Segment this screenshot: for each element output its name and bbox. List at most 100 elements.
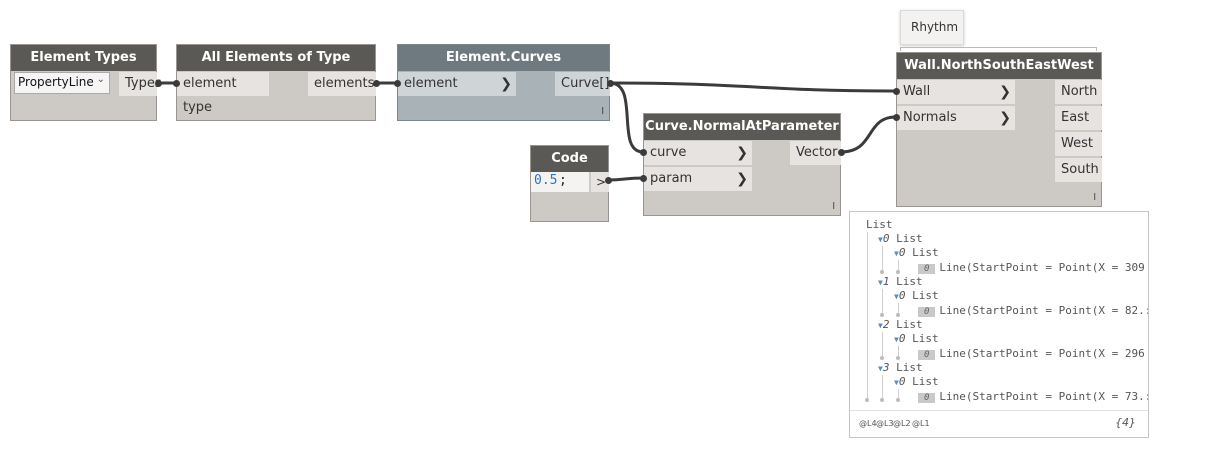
port-dot xyxy=(373,80,380,87)
input-port-param[interactable]: param ❯ xyxy=(644,167,752,191)
list-label: List xyxy=(896,275,923,288)
output-port-west[interactable]: West xyxy=(1055,132,1102,156)
list-item[interactable]: ▼0 List xyxy=(894,289,939,302)
code-block-node[interactable]: Code Block 0.5 ; > xyxy=(530,145,609,222)
output-port-elements[interactable]: elements xyxy=(308,72,376,96)
chevron-right-icon: ❯ xyxy=(736,145,748,161)
tree-end-dot xyxy=(865,398,869,402)
list-index: 0 xyxy=(898,332,906,345)
list-index: 2 xyxy=(882,318,890,331)
output-port-curves[interactable]: Curve[] xyxy=(555,72,610,96)
lacing-indicator[interactable]: l xyxy=(1093,193,1096,203)
node-title: Element.Curves xyxy=(398,45,609,71)
list-item[interactable]: ▼0 List xyxy=(878,232,923,245)
tree-guide-line xyxy=(898,389,899,400)
port-label: Normals xyxy=(903,110,957,125)
list-item[interactable]: ▼1 List xyxy=(878,275,923,288)
input-port-element-type[interactable]: element type xyxy=(177,72,269,115)
chevron-right-icon: ❯ xyxy=(736,171,748,187)
wire-curves-to-wall xyxy=(609,81,897,93)
list-item[interactable]: ▼0 List xyxy=(894,332,939,345)
list-label: List xyxy=(896,232,923,245)
level-l4[interactable]: @L4 xyxy=(859,419,877,428)
input-port-element[interactable]: element ❯ xyxy=(398,72,516,96)
expand-triangle-icon[interactable]: ▼ xyxy=(878,321,883,330)
list-index: 0 xyxy=(898,289,906,302)
code-editor[interactable]: 0.5 ; xyxy=(531,172,589,192)
port-dot xyxy=(173,80,180,87)
port-label: Wall xyxy=(903,84,931,99)
list-index: 0 xyxy=(882,232,890,245)
list-label: List xyxy=(912,289,939,302)
expand-triangle-icon[interactable]: ▼ xyxy=(878,364,883,373)
item-value: Line(StartPoint = Point(X = 82.: xyxy=(939,304,1148,317)
expand-triangle-icon[interactable]: ▼ xyxy=(894,335,899,344)
code-semicolon: ; xyxy=(559,173,567,188)
output-port-east[interactable]: East xyxy=(1055,106,1102,130)
lacing-indicator[interactable]: l xyxy=(601,107,604,117)
all-elements-of-type-node[interactable]: All Elements of Type element type elemen… xyxy=(176,44,376,121)
input-port-curve[interactable]: curve ❯ xyxy=(644,141,752,165)
level-l2[interactable]: @L2 xyxy=(893,419,911,428)
curve-normal-at-parameter-node[interactable]: Curve.NormalAtParameter curve ❯ param ❯ … xyxy=(643,113,841,216)
list-item[interactable]: ▼0 List xyxy=(894,375,939,388)
output-port-south[interactable]: South xyxy=(1055,158,1102,182)
level-l3[interactable]: @L3 xyxy=(876,419,894,428)
item-index: 0 xyxy=(918,350,936,360)
output-port-vector[interactable]: Vector xyxy=(790,141,841,165)
tree-end-dot xyxy=(880,270,884,274)
output-port-north[interactable]: North xyxy=(1055,80,1102,104)
preview-root-label: List xyxy=(866,218,893,231)
wire-code-to-param xyxy=(607,176,644,182)
tree-end-dot xyxy=(896,270,900,274)
element-types-node[interactable]: Element Types PropertyLine ⌄ Types xyxy=(10,44,162,121)
item-value: Line(StartPoint = Point(X = 309 xyxy=(939,261,1145,274)
output-port-code[interactable]: > xyxy=(591,172,609,192)
expand-triangle-icon[interactable]: ▼ xyxy=(894,249,899,258)
list-index: 0 xyxy=(898,246,906,259)
input-port-wall[interactable]: Wall ❯ xyxy=(897,80,1015,104)
element-curves-node[interactable]: Element.Curves element ❯ Curve[] l xyxy=(397,44,610,121)
input-port-normals[interactable]: Normals ❯ xyxy=(897,106,1015,130)
expand-triangle-icon[interactable]: ▼ xyxy=(878,235,883,244)
port-dot xyxy=(893,88,900,95)
expand-triangle-icon[interactable]: ▼ xyxy=(894,292,899,301)
tree-guide-line xyxy=(882,375,883,400)
list-item[interactable]: ▼2 List xyxy=(878,318,923,331)
port-dot xyxy=(155,80,162,87)
node-title: Wall.NorthSouthEastWest xyxy=(897,53,1101,79)
output-port-types[interactable]: Types xyxy=(119,72,162,96)
package-tooltip: Rhythm xyxy=(900,10,964,45)
dropdown-value: PropertyLine xyxy=(18,75,94,89)
expand-triangle-icon[interactable]: ▼ xyxy=(894,378,899,387)
expand-triangle-icon[interactable]: ▼ xyxy=(878,278,883,287)
tree-end-dot xyxy=(880,313,884,317)
item-index: 0 xyxy=(918,307,936,317)
element-type-dropdown[interactable]: PropertyLine ⌄ xyxy=(14,72,110,94)
port-dot xyxy=(640,175,647,182)
lacing-indicator[interactable]: l xyxy=(832,202,835,212)
level-l1[interactable]: @L1 xyxy=(912,419,930,428)
item-count: {4} xyxy=(1115,416,1136,429)
list-item[interactable]: ▼3 List xyxy=(878,361,923,374)
tree-end-dot xyxy=(896,356,900,360)
list-item[interactable]: ▼0 List xyxy=(894,246,939,259)
tree-guide-line xyxy=(898,303,899,315)
tree-guide-line xyxy=(882,289,883,315)
node-title: Code Block xyxy=(531,146,608,192)
list-index: 0 xyxy=(898,375,906,388)
wire-vector-to-normals xyxy=(840,115,897,154)
port-dot xyxy=(640,149,647,156)
list-label: List xyxy=(912,375,939,388)
chevron-down-icon: ⌄ xyxy=(96,74,105,85)
list-index: 1 xyxy=(882,275,890,288)
chevron-right-icon: ❯ xyxy=(999,110,1011,126)
tree-guide-line xyxy=(882,332,883,358)
wall-nsew-node[interactable]: Wall.NorthSouthEastWest Wall ❯ Normals ❯… xyxy=(896,52,1102,207)
